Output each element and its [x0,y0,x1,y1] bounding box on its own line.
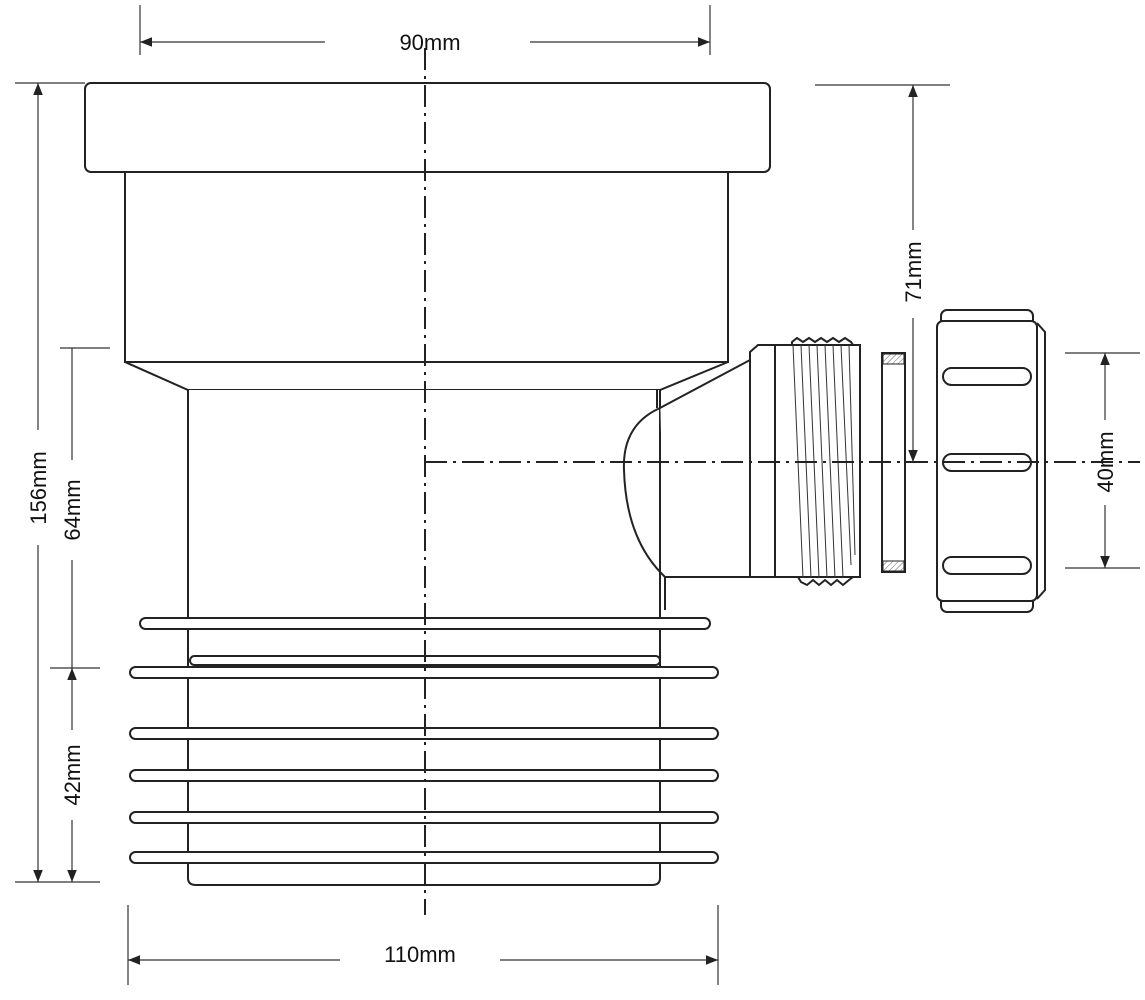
dimension-71mm: 71mm [815,84,950,462]
top-flange [84,82,771,173]
dimension-156mm: 156mm [15,82,100,883]
thread [791,336,854,587]
dimension-label: 42mm [60,744,85,805]
dimension-42mm: 42mm [60,668,85,882]
taper [124,361,729,391]
dimension-110mm: 110mm [127,905,719,985]
nut-slot [942,556,1032,575]
connector-body [84,82,771,886]
dimension-90mm: 90mm [139,5,711,55]
upper-body [124,171,729,363]
dimension-64mm: 64mm [50,347,110,669]
dimension-label: 90mm [399,30,460,55]
dimension-label: 64mm [60,479,85,540]
nut-slot [942,367,1032,386]
dimension-label: 40mm [1093,431,1118,492]
lower-body [187,390,661,886]
dimension-label: 71mm [901,241,926,302]
dimension-label: 156mm [26,451,51,524]
dimension-40mm: 40mm [1065,352,1140,569]
dimension-label: 110mm [384,942,456,967]
